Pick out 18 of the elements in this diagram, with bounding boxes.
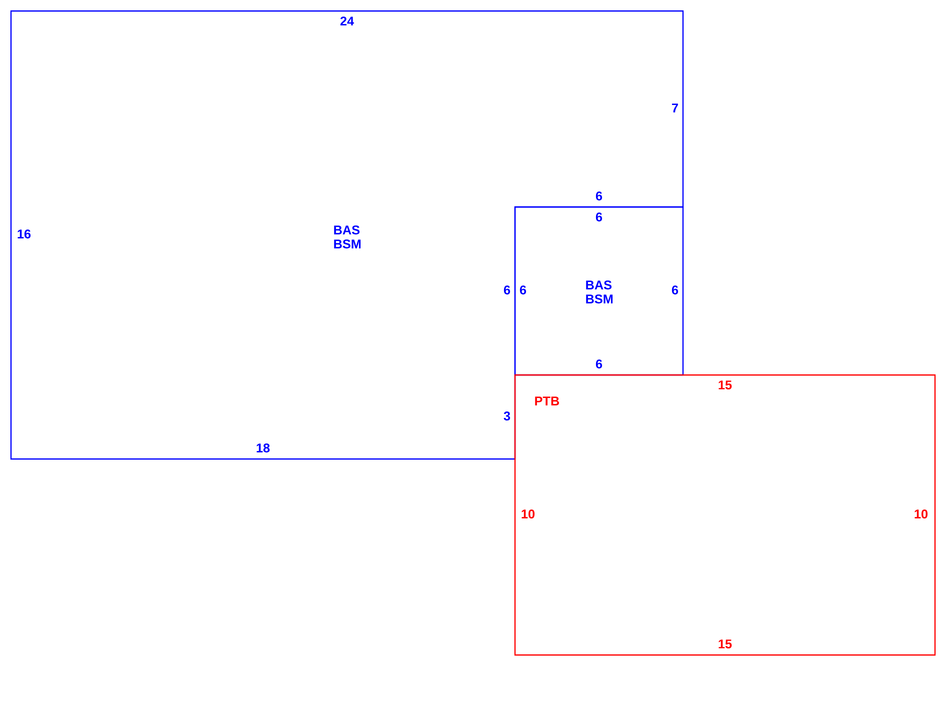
dimension-label: 6 bbox=[596, 212, 602, 222]
dimension-label: 3 bbox=[504, 412, 510, 420]
dimension-label: 16 bbox=[18, 230, 31, 238]
room-label: BAS BSM bbox=[586, 280, 613, 304]
dimension-label: 10 bbox=[522, 510, 535, 518]
room-label: BAS BSM bbox=[334, 226, 361, 248]
dimension-label: 18 bbox=[256, 444, 270, 452]
dimension-label: 10 bbox=[914, 510, 928, 518]
dimension-label: 6 bbox=[672, 286, 678, 294]
dimension-label: 6 bbox=[504, 286, 510, 294]
dimension-label: 15 bbox=[718, 640, 732, 648]
dimension-label: 6 bbox=[596, 192, 602, 200]
dimension-label: 15 bbox=[718, 380, 732, 390]
dimension-label: 7 bbox=[672, 104, 678, 112]
dimension-label: 6 bbox=[596, 360, 602, 368]
room-label: PTB bbox=[535, 396, 560, 406]
dimension-label: 6 bbox=[520, 286, 526, 294]
dimension-label: 24 bbox=[340, 16, 354, 26]
